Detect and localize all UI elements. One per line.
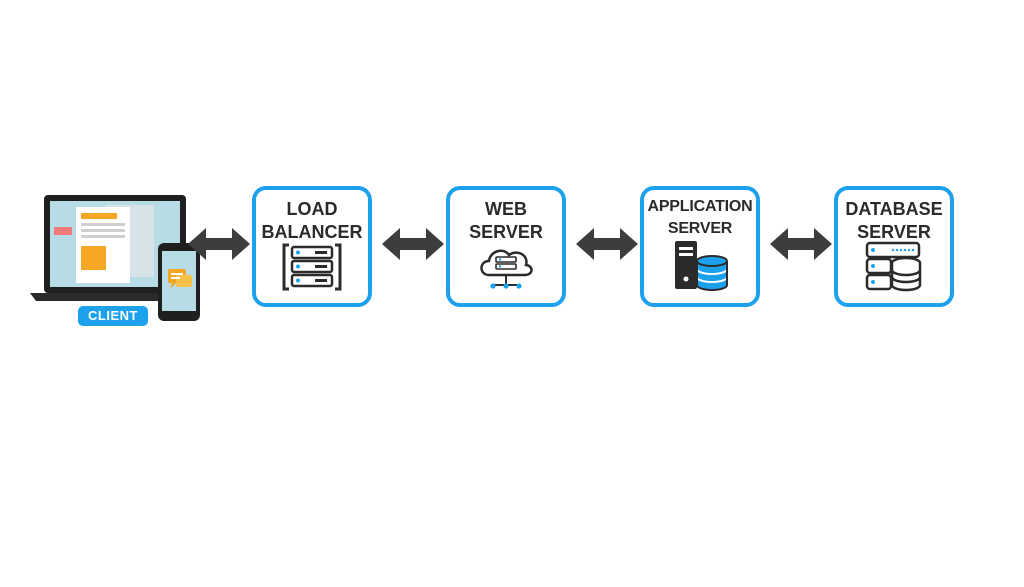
load-balancer-title: LOAD BALANCER [256, 198, 368, 244]
database-server-node: DATABASE SERVER [834, 186, 954, 307]
node-title-line2: BALANCER [261, 222, 363, 242]
web-server-title: WEB SERVER [450, 198, 562, 244]
node-title-line2: SERVER [857, 222, 931, 242]
node-title-line1: DATABASE [845, 199, 943, 219]
application-server-title: APPLICATION SERVER [644, 196, 756, 240]
load-balancer-node: LOAD BALANCER [252, 186, 372, 307]
server-rack-icon [282, 243, 342, 291]
laptop-and-phone-icon [30, 195, 200, 321]
client-label: CLIENT [78, 306, 148, 326]
web-server-node: WEB SERVER [446, 186, 566, 307]
database-rack-icon [865, 241, 922, 292]
server-database-icon [675, 241, 728, 291]
bidirectional-arrow-icon [770, 228, 832, 260]
application-server-node: APPLICATION SERVER [640, 186, 760, 307]
node-title-line1: APPLICATION [647, 198, 753, 215]
node-title-line1: WEB [485, 199, 527, 219]
client-device [26, 193, 206, 333]
node-title-line2: SERVER [667, 220, 733, 237]
bidirectional-arrow-icon [576, 228, 638, 260]
node-title-line2: SERVER [469, 222, 543, 242]
bidirectional-arrow-icon [382, 228, 444, 260]
bidirectional-arrow-icon [188, 228, 250, 260]
node-title-line1: LOAD [286, 199, 338, 219]
database-server-title: DATABASE SERVER [838, 198, 950, 244]
cloud-server-icon [480, 249, 533, 289]
